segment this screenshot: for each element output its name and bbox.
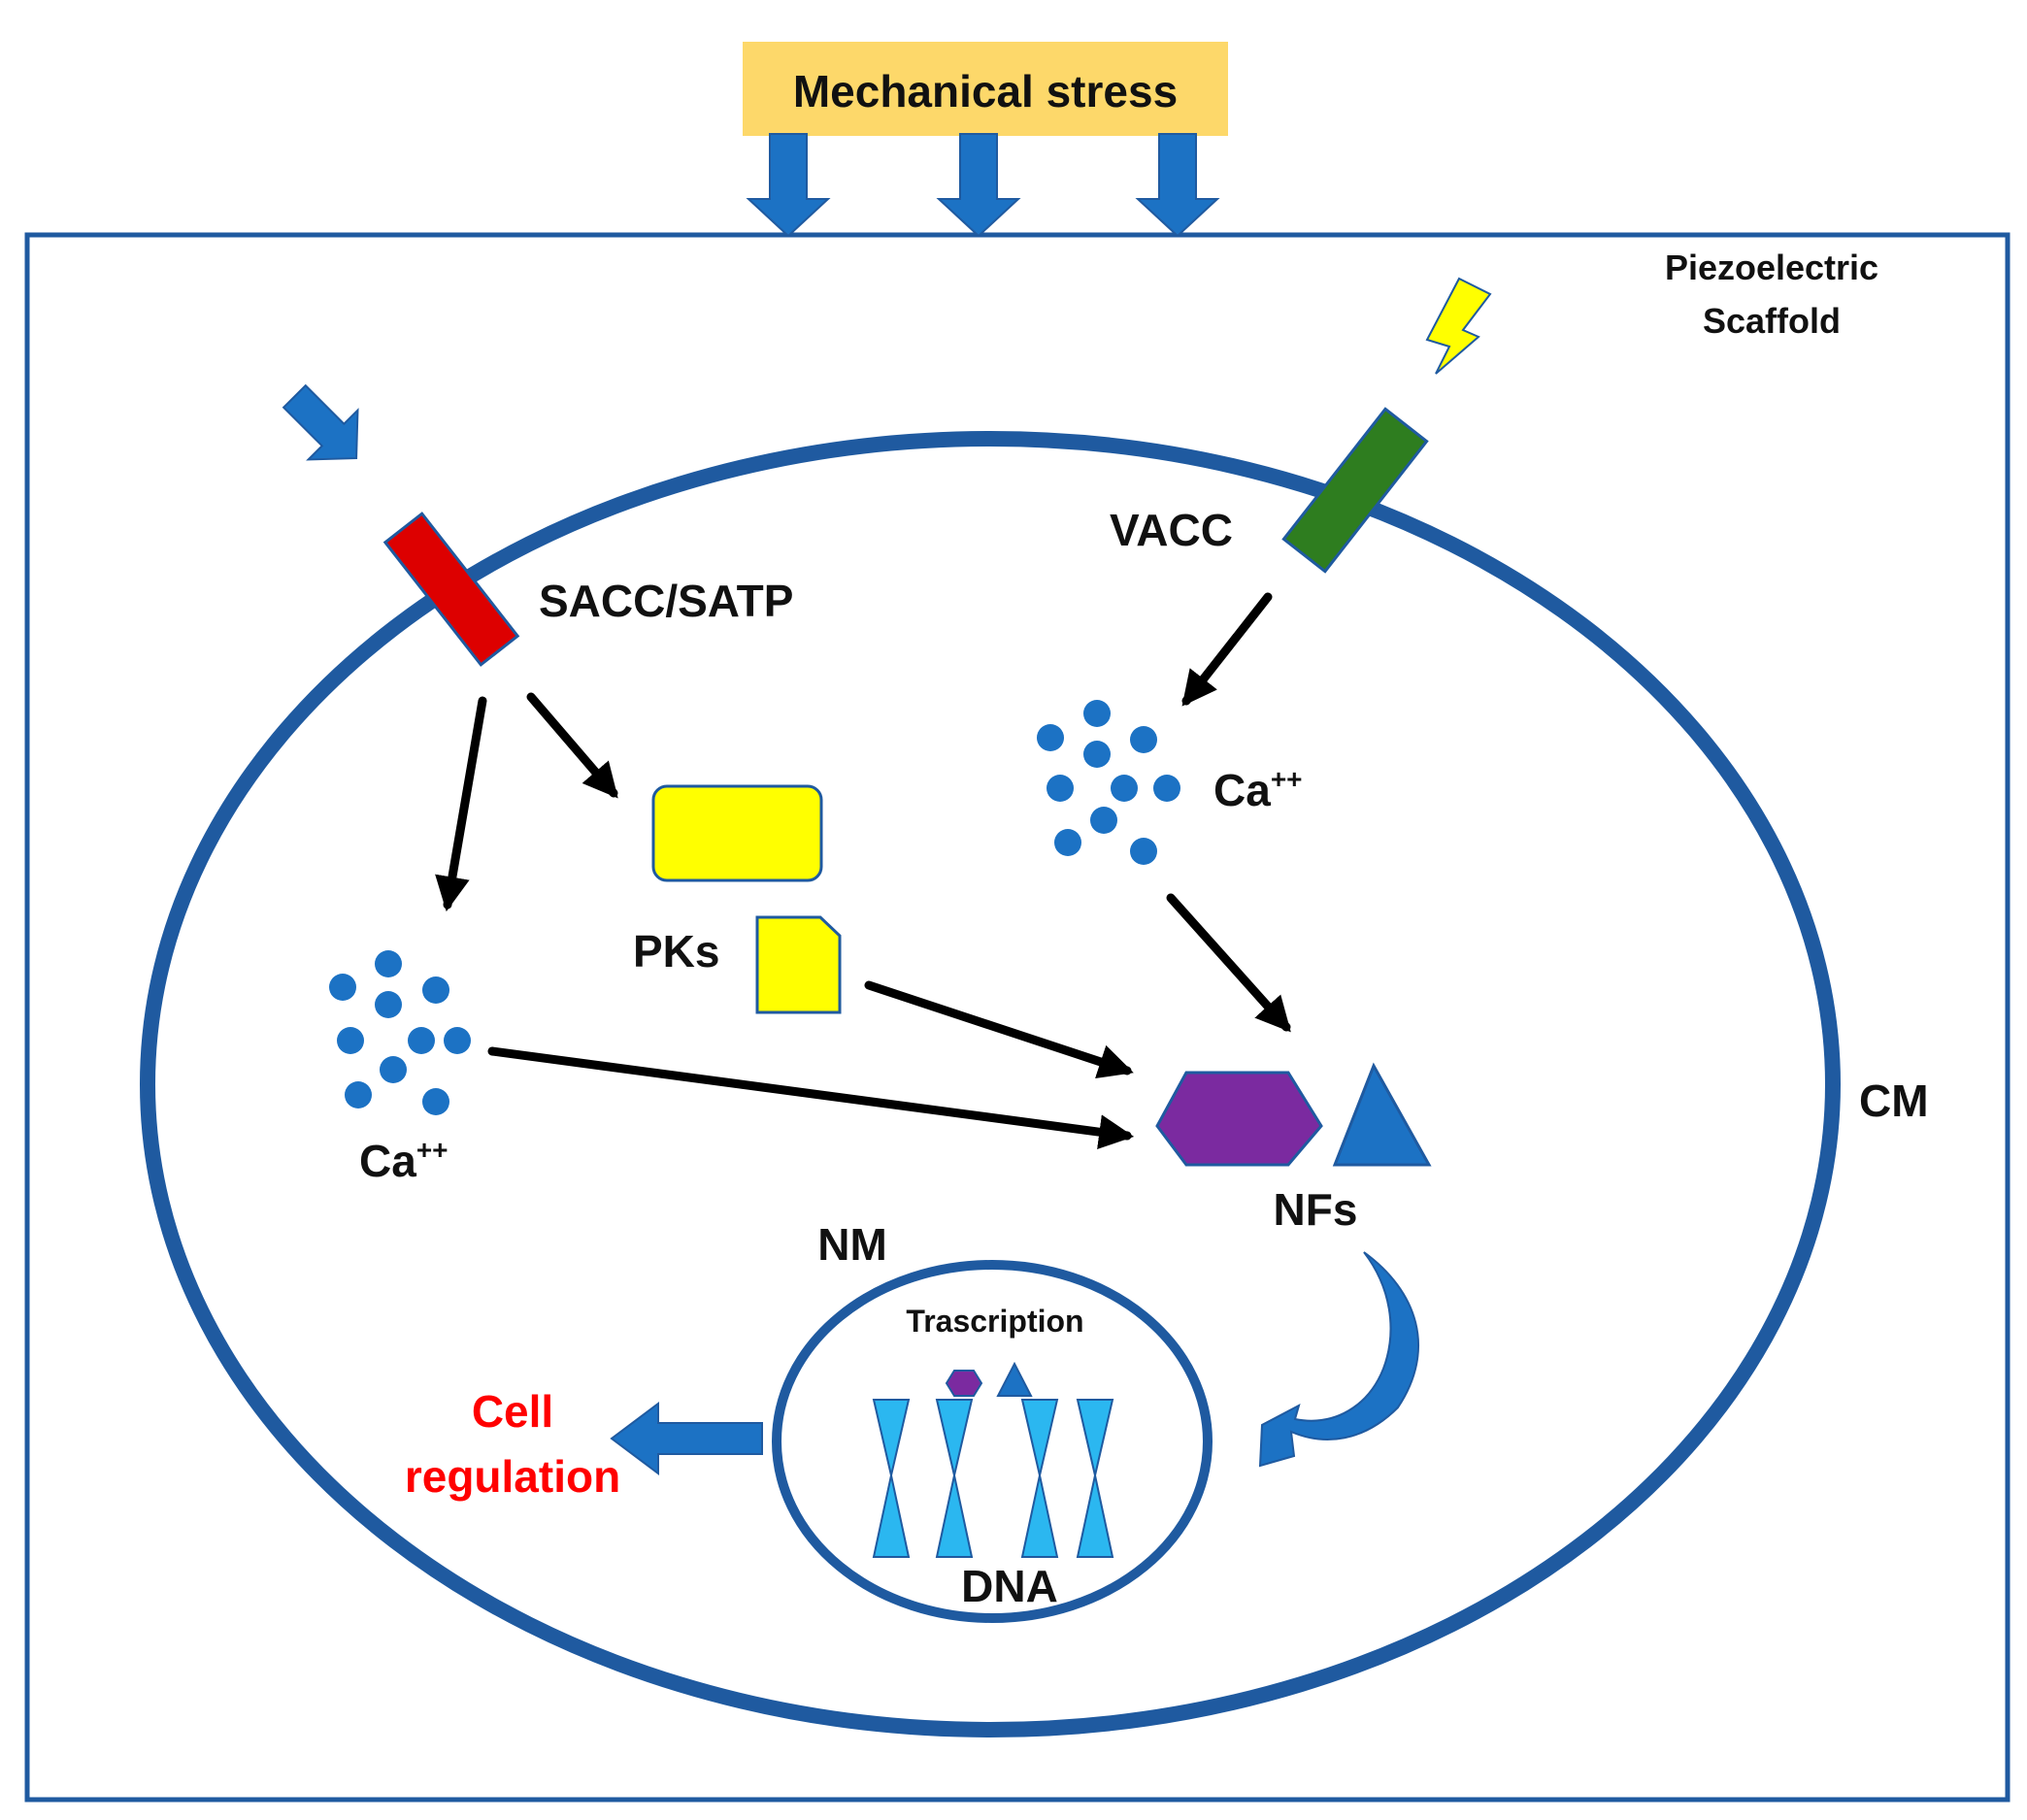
- nf-hexagon-small: [945, 1370, 983, 1397]
- nucleus: [772, 1260, 1213, 1623]
- title-box: [743, 42, 1228, 136]
- scaffold-frame: [24, 232, 2010, 1803]
- vacc-label: VACC: [1110, 505, 1233, 555]
- dna-label: DNA: [961, 1561, 1058, 1611]
- arrow-ca-right-to-nfs: [1166, 893, 1291, 1033]
- ca-right-label: Ca++: [1213, 764, 1303, 815]
- ca-left-label: Ca++: [359, 1135, 449, 1186]
- down-arrow-icon: [1135, 133, 1220, 238]
- lightning-icon: [1425, 277, 1492, 375]
- scaffold-label-line1: Piezoelectric: [1665, 248, 1878, 287]
- left-arrow-icon: [610, 1402, 763, 1475]
- sacc-label: SACC/SATP: [539, 576, 793, 626]
- arrow-vacc-to-ca: [1181, 592, 1273, 707]
- nuclear-membrane-label: NM: [817, 1219, 887, 1270]
- nf-triangle: [1332, 1062, 1432, 1167]
- curved-arrow-icon: [1258, 1251, 1419, 1468]
- down-arrow-icon: [746, 133, 831, 238]
- cell-membrane: [140, 431, 1841, 1737]
- ca-ions-right: [1037, 700, 1180, 865]
- outcome-label-line2: regulation: [405, 1451, 620, 1502]
- vacc-channel: [1281, 407, 1429, 574]
- kinase-large: [651, 784, 823, 882]
- arrow-sacc-to-pks: [526, 692, 618, 799]
- kinase-small: [755, 915, 842, 1014]
- ca-ions-left: [329, 950, 471, 1115]
- pks-label: PKs: [633, 926, 719, 976]
- arrow-sacc-to-ca: [435, 696, 487, 912]
- outcome-label-line1: Cell: [472, 1386, 553, 1437]
- dna-strands: [872, 1399, 1114, 1558]
- arrow-ca-left-to-nfs: [487, 1046, 1135, 1150]
- down-arrow-icon: [936, 133, 1021, 238]
- arrow-pks-to-nfs: [864, 980, 1134, 1079]
- sacc-channel: [382, 512, 520, 667]
- scaffold-label-line2: Scaffold: [1703, 301, 1841, 341]
- down-arrow-icon: [282, 383, 359, 461]
- nf-triangle-small: [996, 1361, 1033, 1397]
- nfs-label: NFs: [1274, 1184, 1358, 1235]
- transcription-label: Trascription: [906, 1304, 1083, 1339]
- nf-hexagon: [1155, 1071, 1323, 1167]
- diagram-title: Mechanical stress: [793, 66, 1178, 116]
- cell-membrane-label: CM: [1859, 1075, 1929, 1126]
